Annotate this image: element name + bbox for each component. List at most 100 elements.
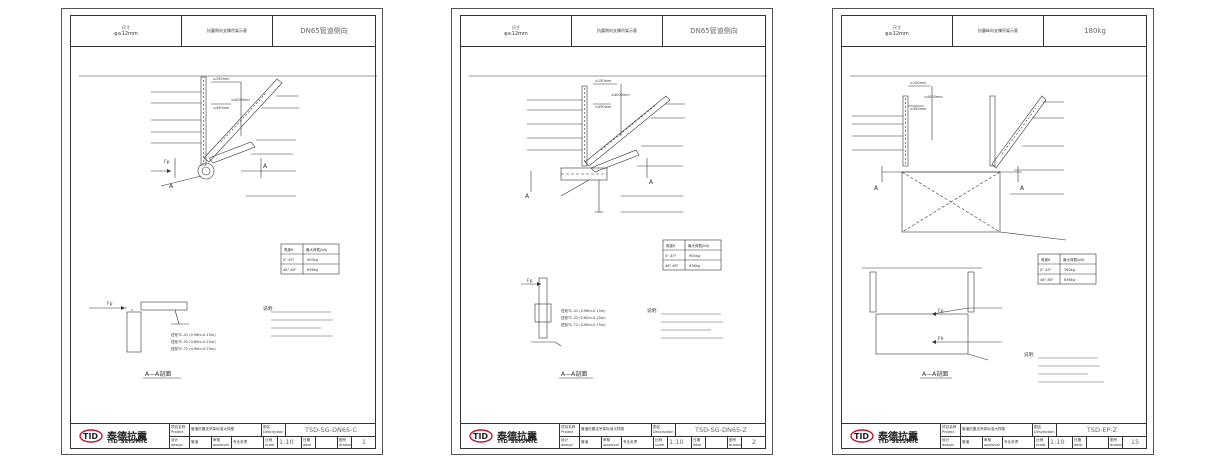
size-value: φ≥12mm — [885, 31, 909, 37]
section-marker-left: A — [169, 183, 174, 190]
vertical-hanger — [200, 76, 207, 166]
table-cell: 360kg — [1064, 268, 1075, 272]
section-marker-right: A — [263, 163, 268, 170]
table-header-1: 角度θ — [1041, 257, 1050, 262]
scale-value: 1:10 — [669, 438, 684, 447]
vertical-hanger — [902, 95, 909, 167]
table-cell: 900kg — [307, 258, 318, 262]
company-logo: TID 泰德抗震 TID SEISMIC — [461, 424, 560, 448]
table-header-2: 最大荷载(kN) — [1063, 257, 1085, 262]
section-load-label: Fp — [107, 301, 113, 307]
rod-spec-1: 扭矩TC-41 (0.96m-0.15m) — [561, 308, 606, 313]
load-table — [280, 243, 340, 275]
technical-drawing: Fp A A ≤150mm ≤450mm ≤4000mm 角度θ 最大荷载(kN… — [469, 75, 767, 379]
logo-en: TID SEISMIC — [497, 439, 538, 445]
table-header-2: 最大荷载(kN) — [688, 243, 710, 248]
header-title: DN65管道侧向 — [690, 27, 738, 35]
header-mid-text: 抗震纵向支撑吊架示意 — [978, 28, 1018, 33]
section-label: A—A剖面 — [561, 370, 587, 378]
sheet-number: 2 — [751, 438, 757, 447]
notes-title: 说明： — [1024, 351, 1038, 358]
load-table — [662, 239, 722, 271]
drawing-number: TSD-EP-Z — [1086, 425, 1118, 434]
dim-2: ≤450mm — [910, 107, 927, 111]
rod-spec-2: 扭矩TC-52 (0.60m-0.15m) — [171, 339, 216, 344]
table-header-1: 角度θ — [284, 247, 293, 252]
load-table — [1037, 253, 1097, 285]
rod-spec-1: 扭矩TC-41 (0.96m-0.15m) — [171, 332, 216, 337]
notes-title: 说明： — [263, 305, 277, 312]
table-cell: 0°-45° — [1040, 268, 1052, 272]
project-name: 管道抗震支吊架标准大样图 — [962, 427, 1006, 432]
size-label: 尺寸 — [893, 25, 901, 30]
section-column-right — [967, 271, 975, 313]
rod-spec-3: 扭矩TC-72 (4.90m-0.75m) — [171, 346, 216, 351]
section-label: A—A剖面 — [145, 370, 171, 378]
size-value: φ≥12mm — [504, 31, 528, 37]
section-brace — [140, 301, 188, 311]
logo-en: TID SEISMIC — [878, 439, 919, 445]
vertical-hanger — [581, 85, 588, 167]
table-cell: 636kg — [307, 268, 318, 272]
technical-drawing: Fp Fh A A ≤150mm ≤450mm ≤4000mm 角度θ 最大荷载… — [850, 75, 1148, 383]
diagonal-brace — [991, 95, 1047, 169]
table-cell: 0°-45° — [665, 254, 677, 258]
dim-3: ≤4000mm — [611, 93, 630, 97]
header-title: 180kg — [1084, 27, 1106, 35]
dim-3: ≤4000mm — [231, 98, 250, 102]
sheet-number: 15 — [1130, 438, 1140, 447]
drawing-number: TSD-SG-DN65-C — [305, 425, 357, 434]
size-label: 尺寸 — [512, 25, 520, 30]
logo-cn: 泰德抗震 — [497, 432, 537, 443]
table-cell: 900kg — [689, 254, 700, 258]
size-value: φ≥12mm — [114, 31, 138, 37]
dim-3: ≤4000mm — [924, 95, 943, 99]
section-load-label: Fp — [527, 278, 533, 284]
table-header-2: 最大荷载(kN) — [306, 247, 328, 252]
section-label: A—A剖面 — [922, 370, 948, 378]
section-load-label: Fp — [938, 308, 944, 314]
logo-cn: 泰德抗震 — [107, 432, 147, 443]
diagonal-brace — [584, 95, 671, 167]
header-mid-text: 抗震侧向支撑吊架示意 — [207, 28, 247, 33]
section-marker-left: A — [525, 193, 530, 200]
tid-logo-icon: TID — [469, 429, 493, 443]
dim-1: ≤150mm — [595, 79, 612, 83]
load-label-fp: Fp — [164, 159, 170, 165]
section-load-label-fh: Fh — [938, 336, 944, 342]
pipe-circle — [197, 162, 215, 180]
rod-spec-3: 扭矩TC-72 (4.90m-0.75m) — [561, 322, 606, 327]
table-header-1: 角度θ — [666, 243, 675, 248]
project-name: 管道抗震支吊架标准大样图 — [191, 427, 235, 432]
svg-text:TID: TID — [854, 432, 869, 441]
dim-2: ≤450mm — [595, 105, 612, 109]
scale-value: 1:10 — [279, 438, 294, 447]
sheet-number: 1 — [361, 438, 367, 447]
scale-value: 1:10 — [1050, 438, 1065, 447]
logo-en: TID SEISMIC — [107, 439, 148, 445]
table-cell: 46°-60° — [283, 268, 297, 272]
table-cell: 636kg — [1064, 278, 1075, 282]
header-mid-text: 抗震侧向支撑吊架示意 — [597, 28, 637, 33]
table-cell: 636kg — [689, 264, 700, 268]
company-logo: TID 泰德抗震 TID SEISMIC — [842, 424, 941, 448]
technical-drawing: Fp Fp A A ≤150mm ≤450mm ≤4000mm 角度θ 最大荷载… — [79, 75, 377, 379]
logo-cn: 泰德抗震 — [878, 432, 918, 443]
section-marker-right: A — [1020, 185, 1025, 192]
project-name: 管道抗震支吊架标准大样图 — [581, 427, 625, 432]
dim-2: ≤450mm — [213, 106, 230, 110]
section-column-left — [869, 271, 877, 313]
section-marker-left: A — [874, 185, 879, 192]
vertical-hanger-2 — [989, 95, 996, 167]
size-label: 尺寸 — [122, 25, 130, 30]
